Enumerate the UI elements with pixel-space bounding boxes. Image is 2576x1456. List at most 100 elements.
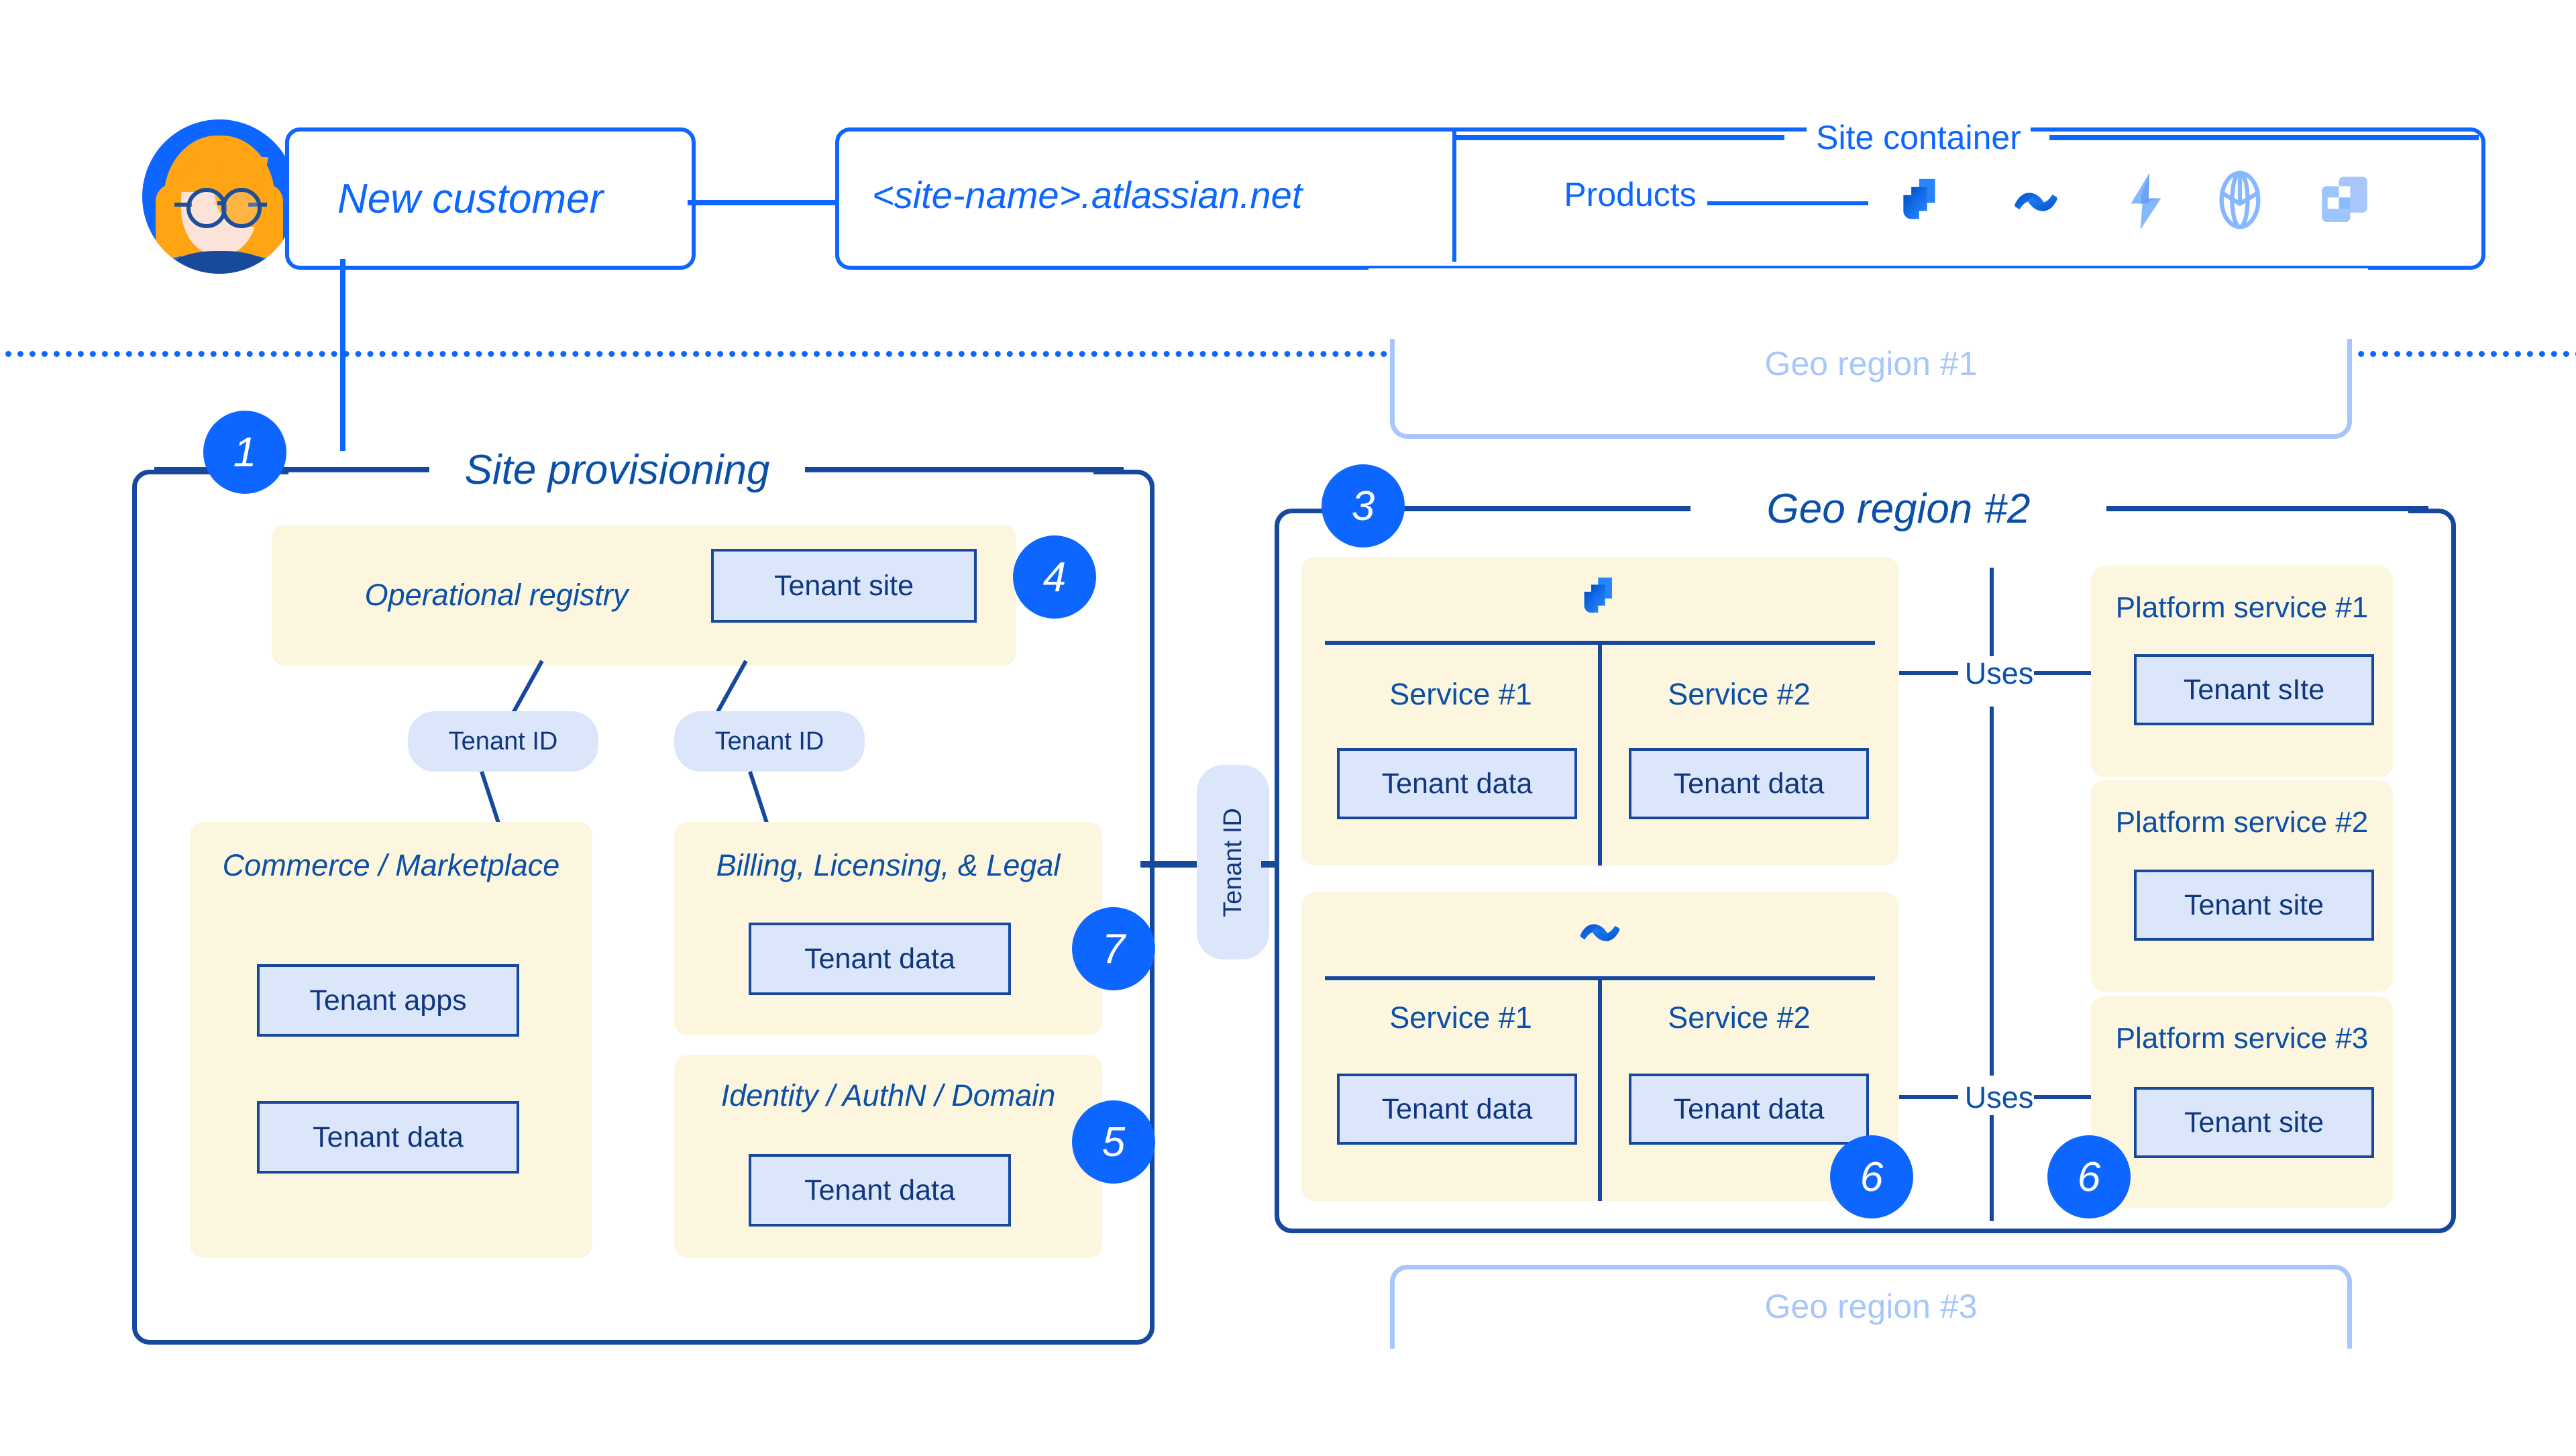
products-label-wrap: Products: [1489, 127, 1771, 262]
product-group-jira-icon-wrap: [1301, 567, 1898, 627]
products-label: Products: [1564, 176, 1697, 213]
jira-service-2-tile[interactable]: Tenant data: [1629, 748, 1869, 819]
operational-registry-tenant-site-tile[interactable]: Tenant site: [711, 549, 977, 623]
jira-service-1-tile[interactable]: Tenant data: [1337, 748, 1577, 819]
new-customer-label: New customer: [337, 175, 604, 222]
badge-4: 4: [1013, 535, 1096, 619]
geo-region-1-label: Geo region #1: [1751, 344, 1991, 383]
geo-region-3-label: Geo region #3: [1751, 1287, 1991, 1326]
connector-customer-to-site: [688, 200, 839, 205]
jira-service-2-name: Service #2: [1668, 677, 1811, 711]
platform-service-1-tile[interactable]: Tenant sIte: [2134, 654, 2374, 725]
identity-tile-tenant-data[interactable]: Tenant data: [749, 1154, 1011, 1227]
site-provisioning-bracket-left: [154, 467, 429, 472]
confluence-icon: [1580, 924, 1620, 942]
confluence-service-2-name: Service #2: [1668, 1000, 1811, 1035]
tenant-data-label: Tenant data: [1381, 1092, 1533, 1125]
tenant-data-label: Tenant data: [1673, 1092, 1825, 1125]
product-icon-jira-service-management[interactable]: [2122, 171, 2170, 231]
tenant-site-label: Tenant site: [2184, 888, 2324, 921]
badge-5: 5: [1072, 1100, 1155, 1184]
platform-service-2-tile[interactable]: Tenant site: [2134, 870, 2374, 941]
glasses-icon: [221, 188, 262, 228]
customer-avatar: [142, 119, 297, 274]
platform-service-1-title: Platform service #1: [2115, 591, 2369, 624]
tenancy-boundary-divider: [0, 351, 2576, 357]
jira-service-2-label-wrap: Service #2: [1603, 671, 1875, 718]
commerce-title: Commerce / Marketplace: [222, 848, 560, 882]
badge-6-platform: 6: [2047, 1135, 2131, 1218]
jira-service-1-name: Service #1: [1389, 677, 1532, 711]
tenant-id-pill-right: Tenant ID: [674, 711, 865, 772]
uses-top-line-left: [1899, 671, 1965, 675]
geo-region-2-center-rule: [1990, 568, 1994, 667]
geo-region-3-mask: [1368, 1349, 2368, 1456]
product-group-confluence-icon-wrap: [1301, 902, 1898, 963]
site-url-label: <site-name>.atlassian.net: [872, 173, 1303, 216]
site-container-label: Site container: [1807, 118, 2031, 157]
tenant-id-right-label: Tenant ID: [714, 727, 824, 756]
tenant-data-label: Tenant data: [313, 1121, 464, 1153]
product-icon-atlas-globe[interactable]: [2216, 169, 2264, 231]
tenant-data-label: Tenant data: [804, 1174, 955, 1206]
geo-region-2-center-rule-low: [1990, 1114, 1994, 1221]
operational-registry-title-wrap: Operational registry: [288, 525, 704, 666]
tenant-id-left-label: Tenant ID: [448, 727, 558, 756]
product-icon-jira[interactable]: [1894, 173, 1949, 229]
platform-service-2-title-wrap: Platform service #2: [2091, 800, 2393, 845]
geo-region-2-bracket-right: [2106, 506, 2428, 511]
commerce-tile-tenant-data[interactable]: Tenant data: [257, 1101, 519, 1174]
glasses-icon: [186, 188, 227, 228]
site-container-bracket-left: [1452, 135, 1784, 140]
uses-bottom-label-wrap: Uses: [1932, 1068, 2066, 1127]
platform-service-3-tile[interactable]: Tenant site: [2134, 1087, 2374, 1158]
commerce-tile-tenant-apps[interactable]: Tenant apps: [257, 964, 519, 1037]
site-container-label-wrap: Site container: [1784, 107, 2053, 168]
geo-region-2-bracket-left: [1335, 506, 1690, 511]
tenant-data-label: Tenant data: [804, 942, 955, 975]
jira-icon: [1584, 577, 1612, 613]
tenant-apps-label: Tenant apps: [309, 984, 467, 1017]
billing-title: Billing, Licensing, & Legal: [716, 848, 1061, 882]
geo-region-2-center-rule-mid: [1990, 707, 1994, 1076]
connector-customer-to-provisioning: [340, 259, 345, 474]
commerce-marketplace-block: [190, 822, 592, 1258]
identity-title-wrap: Identity / AuthN / Domain: [674, 1072, 1102, 1119]
geo-region-2-title-wrap: Geo region #2: [1690, 476, 2106, 541]
confluence-service-2-tile[interactable]: Tenant data: [1629, 1074, 1869, 1145]
site-provisioning-bracket-right: [805, 467, 1124, 472]
uses-top-label-wrap: Uses: [1932, 644, 2066, 703]
uses-bottom-label: Uses: [1957, 1080, 2041, 1115]
tenant-data-label: Tenant data: [1381, 767, 1533, 800]
billing-tile-tenant-data[interactable]: Tenant data: [749, 923, 1011, 995]
uses-top-line-right: [2034, 671, 2133, 675]
commerce-title-wrap: Commerce / Marketplace: [190, 842, 592, 889]
confluence-service-1-tile[interactable]: Tenant data: [1337, 1074, 1577, 1145]
product-icon-confluence[interactable]: [2008, 176, 2064, 228]
confluence-group-column-rule: [1598, 976, 1602, 1201]
confluence-service-2-label-wrap: Service #2: [1603, 994, 1875, 1041]
new-customer-card[interactable]: New customer: [285, 127, 696, 270]
jira-group-column-rule: [1598, 641, 1602, 866]
uses-bottom-line-left: [1899, 1095, 1965, 1099]
tenant-id-connector-label: Tenant ID: [1218, 807, 1247, 917]
badge-7: 7: [1072, 907, 1155, 990]
product-icon-bitbucket[interactable]: [2314, 171, 2375, 231]
tenant-data-label: Tenant data: [1673, 767, 1825, 800]
identity-title: Identity / AuthN / Domain: [720, 1078, 1056, 1112]
site-container-bracket-right: [2049, 135, 2479, 140]
site-container-card[interactable]: [835, 127, 2485, 270]
badge-1: 1: [203, 411, 286, 494]
tenant-id-connector-pill: Tenant ID: [1197, 765, 1269, 959]
confluence-service-1-name: Service #1: [1389, 1000, 1532, 1035]
jira-service-1-label-wrap: Service #1: [1325, 671, 1597, 718]
badge-3: 3: [1322, 464, 1405, 548]
badge-6-services: 6: [1830, 1135, 1913, 1218]
connector-provisioning-to-tenantid: [1140, 861, 1210, 868]
geo-region-1-mask: [1368, 268, 2368, 339]
uses-top-label: Uses: [1957, 656, 2041, 691]
geo-region-2-title: Geo region #2: [1766, 485, 2031, 532]
platform-service-2-title: Platform service #2: [2115, 806, 2369, 839]
products-connector: [1707, 201, 1868, 205]
